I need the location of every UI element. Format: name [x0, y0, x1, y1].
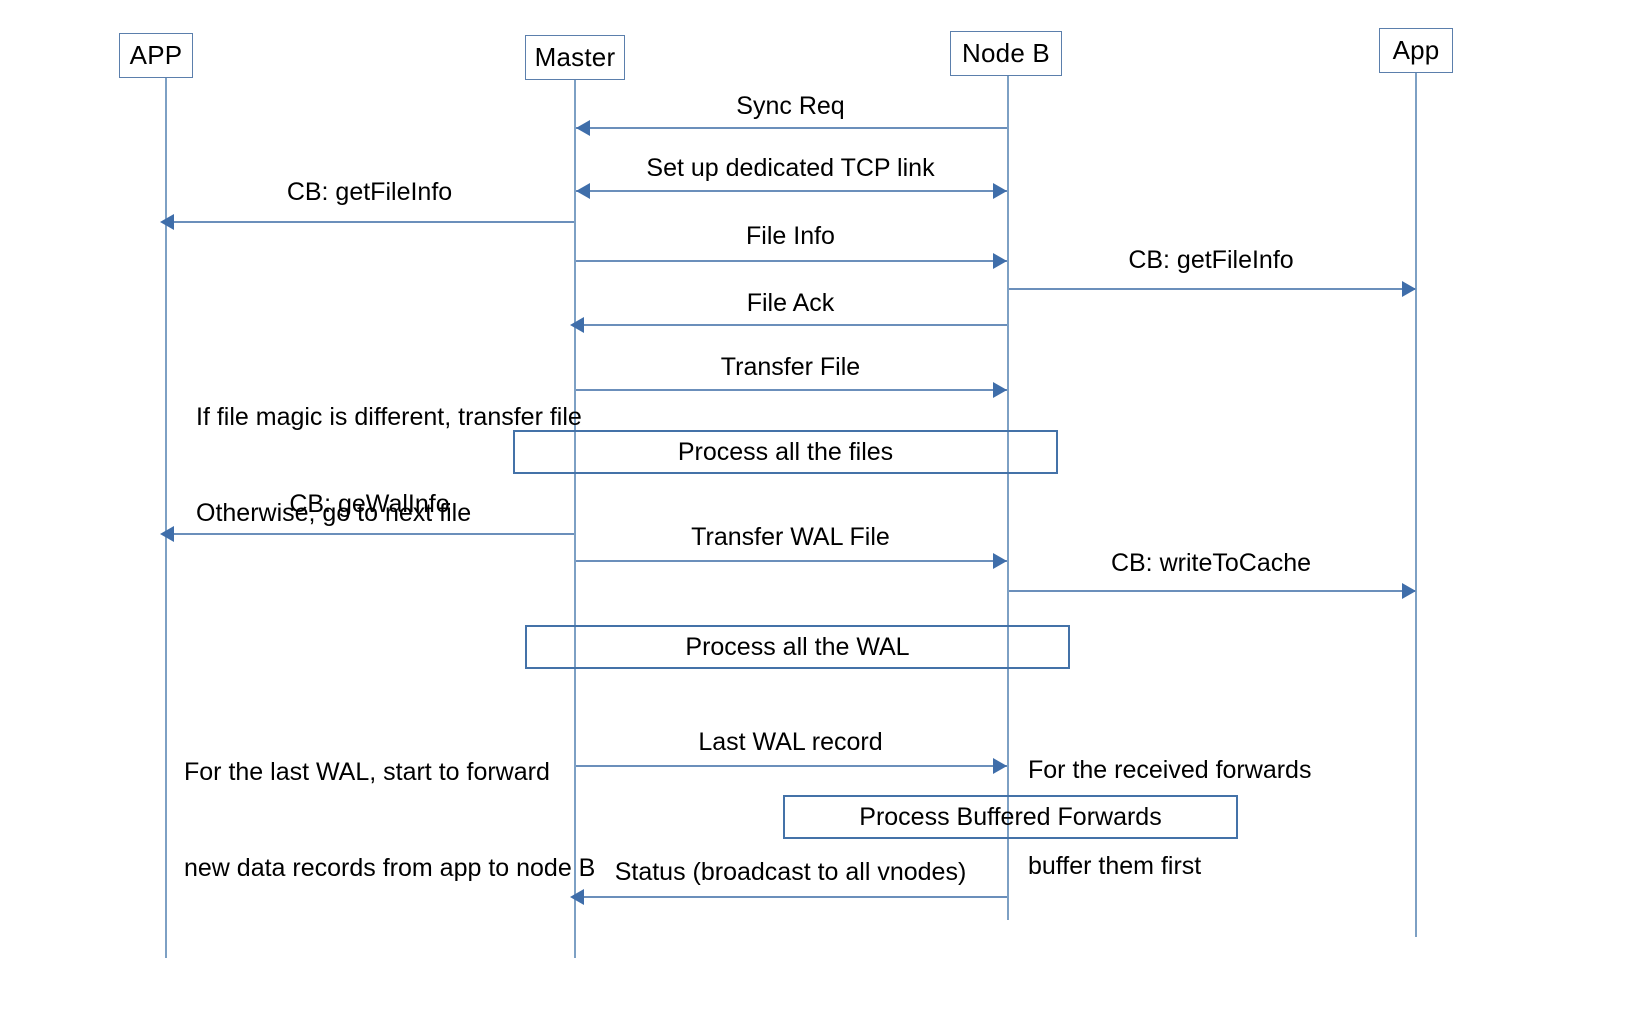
- message-arrowhead-tcp-link-left: [576, 183, 590, 199]
- note-last-wal-line2: new data records from app to node B: [184, 854, 596, 882]
- note-file-magic: If file magic is different, transfer fil…: [196, 337, 582, 593]
- message-line-status-broadcast: [576, 896, 1007, 898]
- message-arrowhead-cb-writetocache: [1402, 583, 1416, 599]
- message-line-tcp-link: [576, 190, 1007, 192]
- message-line-last-wal-record: [576, 765, 1007, 767]
- message-arrowhead-file-info: [993, 253, 1007, 269]
- note-file-magic-line1: If file magic is different, transfer fil…: [196, 403, 582, 431]
- message-line-cb-getfileinfo-right: [1009, 288, 1415, 290]
- message-label-cb-gewalinfo: CB: geWalInfo: [289, 490, 450, 518]
- note-received-forwards-line1: For the received forwards: [1028, 756, 1312, 784]
- note-received-forwards-line2: buffer them first: [1028, 852, 1202, 880]
- lifeline-head-app-left[interactable]: APP: [119, 33, 193, 78]
- message-line-file-info: [576, 260, 1007, 262]
- message-arrowhead-status-broadcast: [570, 889, 584, 905]
- activation-process-all-files[interactable]: Process all the files: [513, 430, 1058, 474]
- lifeline-line-app-right: [1415, 72, 1417, 937]
- lifeline-line-master: [574, 78, 576, 958]
- note-received-forwards: For the received forwards buffer them fi…: [1028, 690, 1311, 946]
- message-line-sync-req: [576, 127, 1007, 129]
- message-line-transfer-wal-file: [576, 560, 1007, 562]
- message-arrowhead-cb-getfileinfo-left: [160, 214, 174, 230]
- message-label-cb-getfileinfo-right: CB: getFileInfo: [1128, 246, 1294, 274]
- activation-process-all-wal[interactable]: Process all the WAL: [525, 625, 1070, 669]
- message-line-cb-writetocache: [1009, 590, 1415, 592]
- message-label-tcp-link: Set up dedicated TCP link: [646, 154, 935, 182]
- lifeline-line-node-b: [1007, 75, 1009, 920]
- message-arrowhead-sync-req: [576, 120, 590, 136]
- activation-process-buffered-forwards[interactable]: Process Buffered Forwards: [783, 795, 1238, 839]
- lifeline-head-app-right[interactable]: App: [1379, 28, 1453, 73]
- message-line-file-ack: [576, 324, 1007, 326]
- message-label-cb-getfileinfo-left: CB: getFileInfo: [286, 178, 453, 206]
- message-label-cb-writetocache: CB: writeToCache: [1110, 549, 1312, 577]
- message-arrowhead-last-wal-record: [993, 758, 1007, 774]
- message-arrowhead-file-ack: [570, 317, 584, 333]
- message-label-last-wal-record: Last WAL record: [698, 728, 883, 756]
- message-arrowhead-transfer-wal-file: [993, 553, 1007, 569]
- lifeline-label-master: Master: [534, 42, 616, 72]
- message-label-transfer-file: Transfer File: [720, 353, 861, 381]
- message-line-cb-getfileinfo-left: [167, 221, 574, 223]
- activation-label-process-all-wal: Process all the WAL: [685, 632, 910, 661]
- message-label-file-ack: File Ack: [746, 289, 835, 317]
- note-file-magic-line2: Otherwise, go to next file: [196, 499, 472, 527]
- lifeline-line-app-left: [165, 78, 167, 958]
- activation-label-process-buffered-forwards: Process Buffered Forwards: [859, 802, 1162, 831]
- message-arrowhead-tcp-link-right: [993, 183, 1007, 199]
- message-arrowhead-cb-getfileinfo-right: [1402, 281, 1416, 297]
- activation-label-process-all-files: Process all the files: [677, 437, 894, 466]
- message-line-transfer-file: [576, 389, 1007, 391]
- message-arrowhead-transfer-file: [993, 382, 1007, 398]
- lifeline-label-node-b: Node B: [962, 38, 1050, 68]
- lifeline-label-app-right: App: [1392, 35, 1440, 65]
- message-label-status-broadcast: Status (broadcast to all vnodes): [614, 858, 967, 886]
- note-last-wal-line1: For the last WAL, start to forward: [184, 758, 550, 786]
- note-last-wal: For the last WAL, start to forward new d…: [184, 692, 595, 948]
- lifeline-head-node-b[interactable]: Node B: [950, 31, 1062, 76]
- message-line-cb-gewalinfo: [167, 533, 574, 535]
- message-label-sync-req: Sync Req: [736, 92, 845, 120]
- message-label-transfer-wal-file: Transfer WAL File: [691, 523, 890, 551]
- lifeline-label-app-left: APP: [129, 40, 183, 70]
- lifeline-head-master[interactable]: Master: [525, 35, 625, 80]
- message-label-file-info: File Info: [746, 222, 835, 250]
- message-arrowhead-cb-gewalinfo: [160, 526, 174, 542]
